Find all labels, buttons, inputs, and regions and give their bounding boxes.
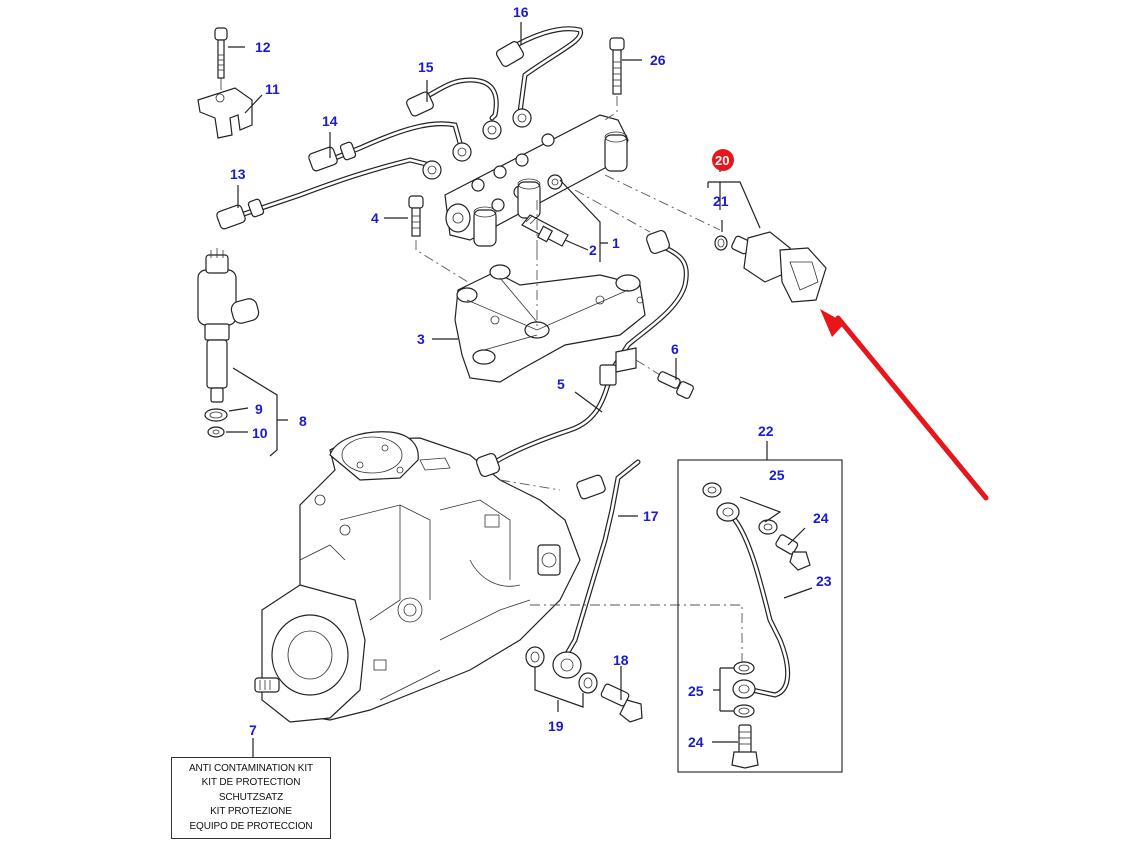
pipe-kit-box [677,441,843,773]
callout-19: 19 [548,718,564,734]
callout-1: 1 [612,235,620,251]
callout-6: 6 [671,341,679,357]
callout-3: 3 [417,331,425,347]
callout-7: 7 [249,722,257,738]
callout-24-top: 24 [813,510,829,526]
callout-22: 22 [758,423,774,439]
callout-20: 20 [715,153,729,168]
callout-11: 11 [265,81,280,97]
banjo-bolt-18 [600,683,643,723]
injection-pump [254,431,581,723]
rail-pressure-sensor [714,231,827,303]
callout-21: 21 [713,193,729,209]
callout-25-top: 25 [769,467,785,483]
washers-19 [525,646,598,694]
kit-label-es: EQUIPO DE PROTECCION [189,820,313,832]
mounting-bracket [454,250,646,383]
bolt-4 [408,195,469,295]
leader-lines [226,22,813,757]
fuel-pipe-5 [475,229,689,478]
bolt-6 [657,371,694,399]
kit-label-it: KIT PROTEZIONE [210,806,292,818]
callout-8: 8 [299,413,307,429]
callout-23: 23 [816,573,832,589]
callout-16: 16 [513,4,529,20]
callout-labels: 1 2 3 4 5 6 7 8 9 10 11 12 13 14 15 16 1… [230,4,832,750]
callout-14: 14 [322,113,338,129]
red-arrow-icon [820,309,989,501]
anti-contamination-kit-box: ANTI CONTAMINATION KIT KIT DE PROTECTION… [171,757,331,839]
callout-25-bottom: 25 [688,683,704,699]
callout-26: 26 [650,52,666,68]
callout-9: 9 [255,401,263,417]
callout-17: 17 [643,508,659,524]
kit-label-fr: KIT DE PROTECTION [201,777,301,789]
injector [197,248,260,438]
bolt-12 [214,27,228,90]
callout-15: 15 [418,59,434,75]
callout-18: 18 [613,652,629,668]
leak-off-pipe-17 [499,459,641,679]
callout-4: 4 [371,210,379,226]
callout-13: 13 [230,166,246,182]
callout-10: 10 [252,425,268,441]
callout-24-bottom: 24 [688,734,704,750]
pressure-relief-valve [521,214,569,247]
callout-20-highlighted: 20 [712,149,734,171]
kit-label-de: SCHUTZSATZ [218,791,284,803]
injector-pipes [216,26,584,230]
kit-label-en: ANTI CONTAMINATION KIT [188,762,314,774]
common-rail [444,114,629,247]
bolt-26 [604,37,625,121]
callout-2: 2 [589,242,597,258]
callout-5: 5 [557,376,565,392]
callout-12: 12 [255,39,271,55]
bracket-clamp [197,87,253,139]
